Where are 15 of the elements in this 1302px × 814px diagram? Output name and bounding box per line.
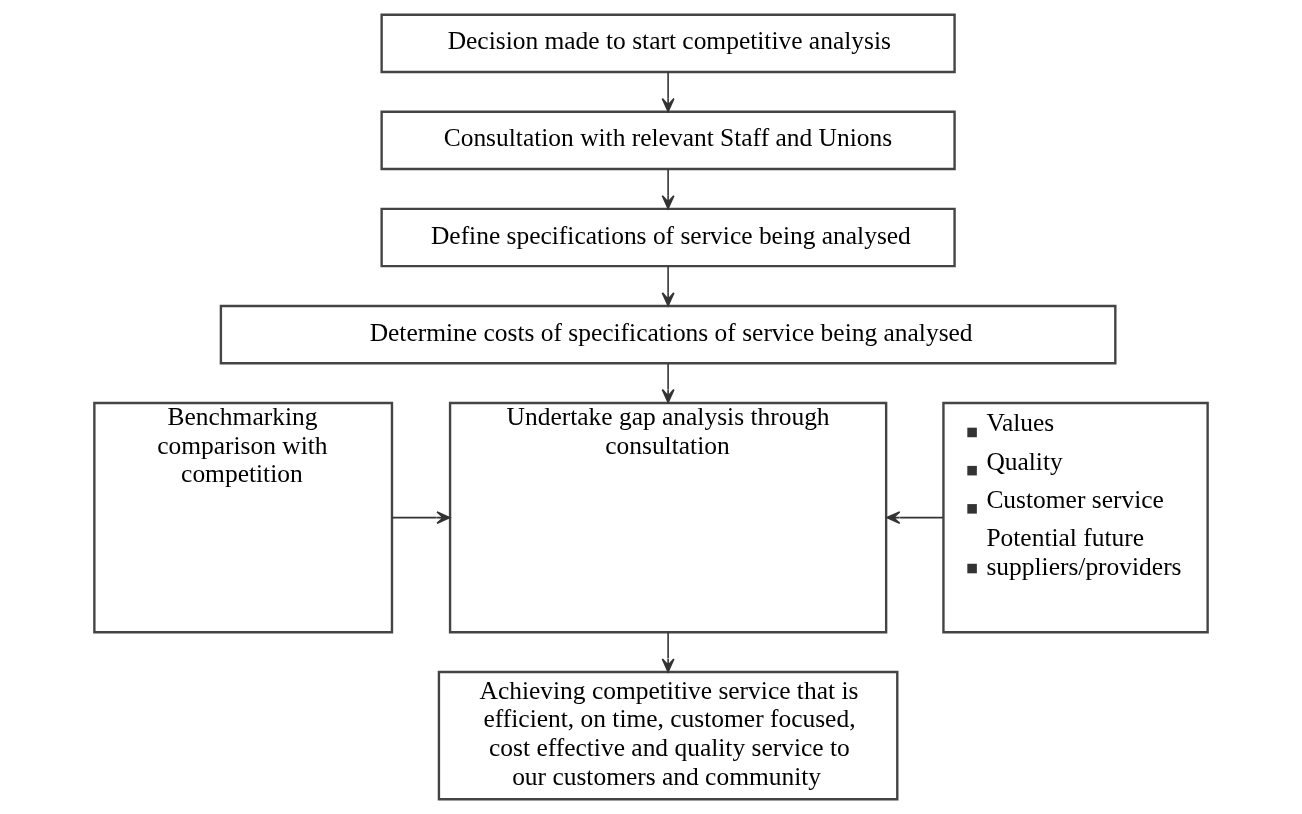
arrow xyxy=(661,168,675,210)
arrow xyxy=(886,511,944,525)
arrow xyxy=(661,631,675,673)
node-box: Achieving competitive service that is efficient, on time, customer focused, cost effective and quality service to our customers and community xyxy=(437,670,899,801)
node-box: Decision made to start competitive analysis xyxy=(380,13,956,74)
node-box: Determine costs of specifications of service being analysed xyxy=(219,304,1117,365)
node-box: Benchmarking comparison with competition xyxy=(93,401,394,634)
arrow xyxy=(661,265,675,307)
arrow xyxy=(661,362,675,404)
node-box: Consultation with relevant Staff and Unions xyxy=(380,110,956,171)
node-box: Define specifications of service being analysed xyxy=(380,207,956,268)
arrow xyxy=(391,511,451,525)
node-box: Values Quality Customer service Potential future suppliers/providers xyxy=(942,401,1209,634)
node-box: Undertake gap analysis through consultation xyxy=(448,401,888,634)
arrow xyxy=(661,71,675,113)
